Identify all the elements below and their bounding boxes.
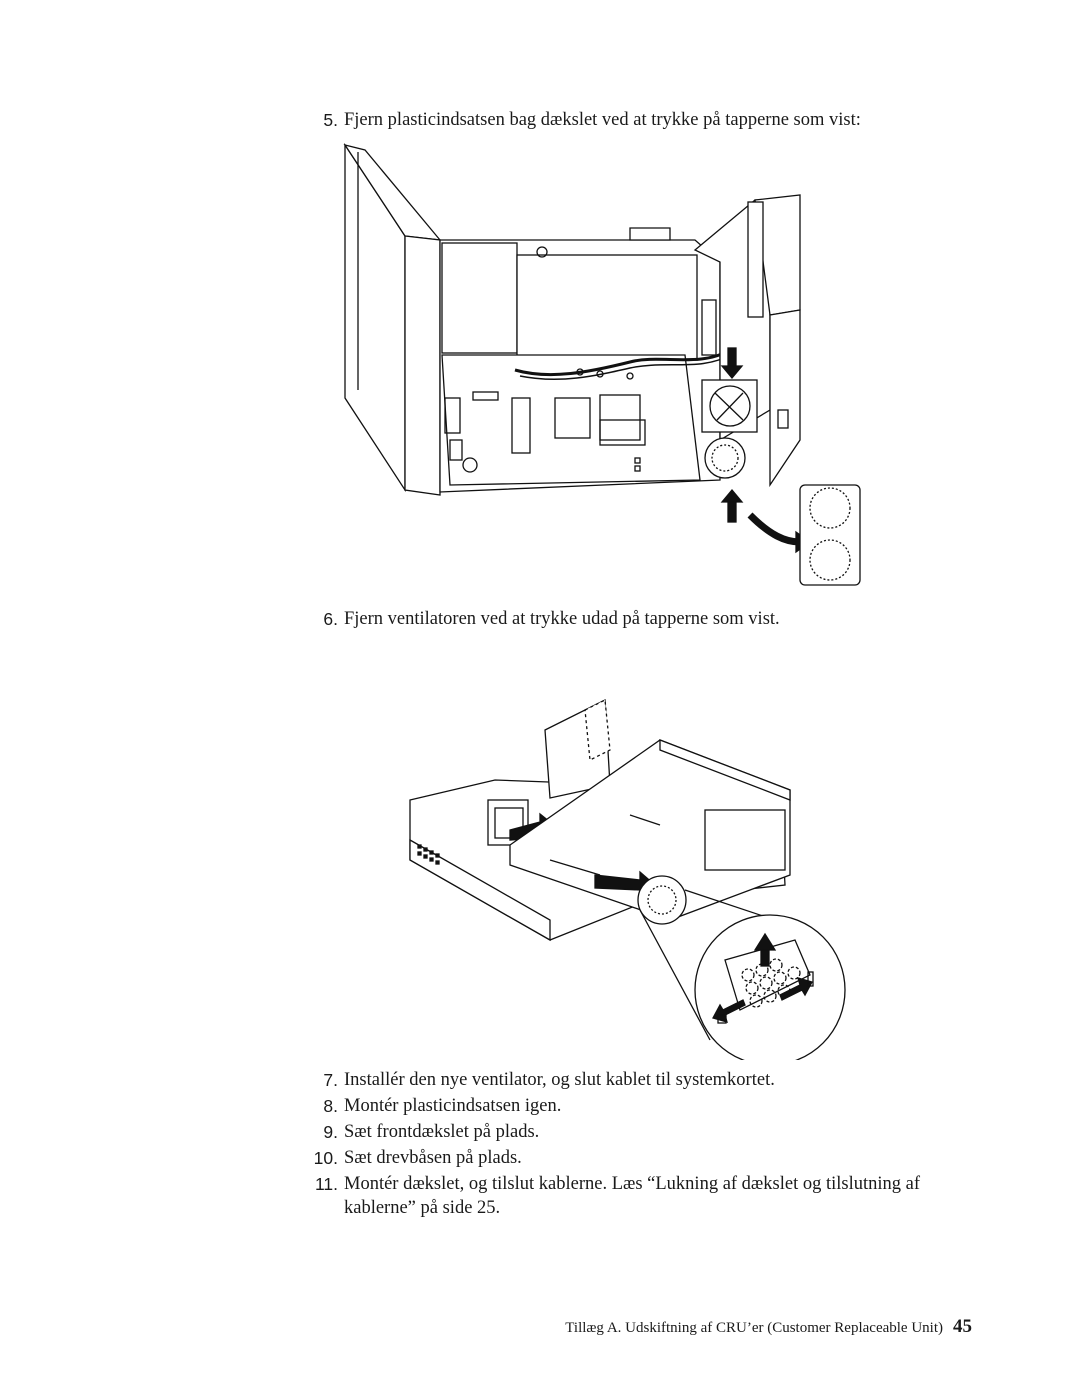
step-number: 10. [313,1148,338,1168]
step-text: Fjern plasticindsatsen bag dækslet ved a… [344,110,861,130]
step-text: Montér plasticindsatsen igen. [344,1096,562,1116]
step-text: Installér den nye ventilator, og slut ka… [344,1070,775,1090]
footer-title: Tillæg A. Udskiftning af CRU’er (Custome… [565,1320,943,1336]
step-text: Montér dækslet, og tilslut kablerne. Læs… [344,1174,921,1194]
step-number: 7. [323,1070,338,1090]
step-text: Fjern ventilatoren ved at trykke udad på… [344,609,780,629]
step-number: 6. [323,609,338,629]
figure-remove-plastic-insert [330,140,870,590]
page-footer: Tillæg A. Udskiftning af CRU’er (Custome… [565,1316,972,1338]
page-number: 45 [953,1316,972,1337]
step-number: 5. [323,110,338,130]
step-number: 11. [314,1174,338,1194]
step-number: 9. [323,1122,338,1142]
figure-remove-fan [400,690,870,1060]
step-text-continued: kablerne” på side 25. [344,1198,501,1218]
step-number: 8. [323,1096,338,1116]
step-text: Sæt frontdækslet på plads. [344,1122,540,1142]
step-text: Sæt drevbåsen på plads. [344,1148,522,1168]
